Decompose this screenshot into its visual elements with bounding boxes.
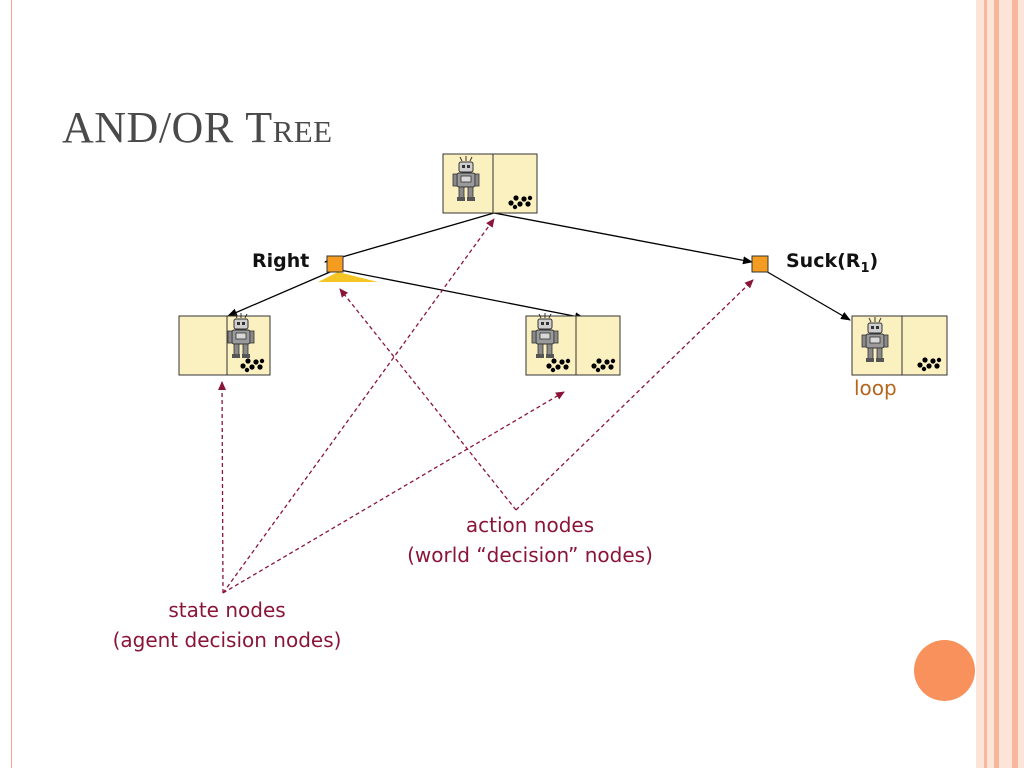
action-node-suck xyxy=(751,255,769,273)
suck-subscript: 1 xyxy=(860,260,870,276)
state-nodes-annotation: state nodes (agent decision nodes) xyxy=(82,595,372,655)
state-node-right-child xyxy=(851,315,948,376)
loop-label: loop xyxy=(854,376,897,400)
and-arc xyxy=(318,272,378,282)
slide-title: AND/OR Tree xyxy=(62,102,333,153)
state-annotation-line2: (agent decision nodes) xyxy=(112,628,342,652)
action-nodes-annotation: action nodes (world “decision” nodes) xyxy=(380,510,680,570)
action-annotation-line1: action nodes xyxy=(465,513,595,537)
decoration-circle xyxy=(914,640,975,701)
state-annotation-line1: state nodes xyxy=(168,598,286,622)
title-main: AND/OR xyxy=(62,103,234,152)
state-node-left-child xyxy=(178,312,271,376)
title-small-caps: Tree xyxy=(245,103,333,152)
suck-suffix: ) xyxy=(869,250,879,272)
state-node-middle-child xyxy=(525,312,621,376)
action-annotation-line2: (world “decision” nodes) xyxy=(407,543,653,567)
action-label-right: Right xyxy=(252,250,310,272)
action-label-suck: Suck(R1) xyxy=(786,250,878,276)
action-node-right xyxy=(326,255,344,273)
state-node-root xyxy=(442,153,538,214)
annotation-arrows xyxy=(218,218,754,594)
page-border-right xyxy=(976,0,1024,768)
tree-edges xyxy=(227,212,851,321)
suck-prefix: Suck(R xyxy=(786,250,861,272)
page-border-left xyxy=(0,0,12,768)
